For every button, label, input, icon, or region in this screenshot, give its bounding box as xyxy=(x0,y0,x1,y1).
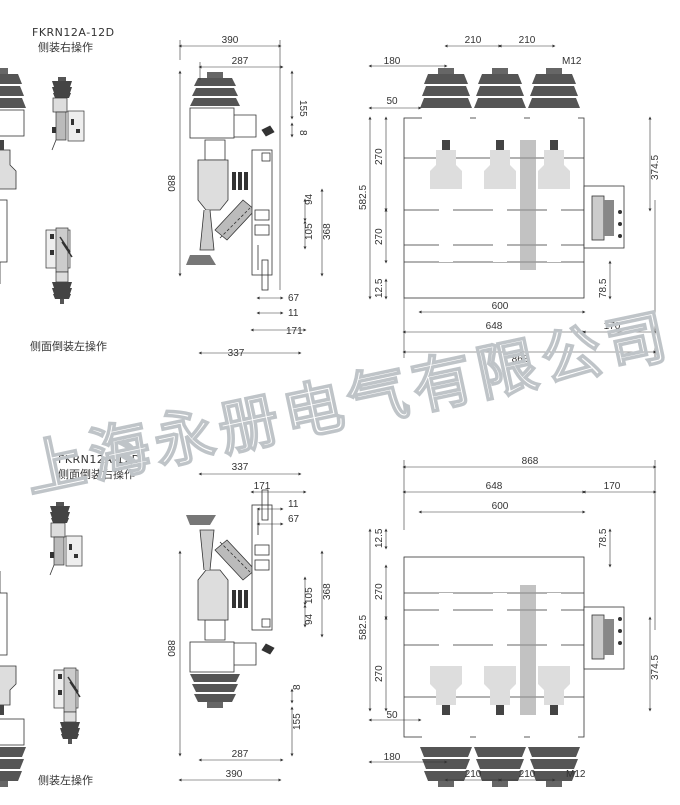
dim-582-5: 582.5 xyxy=(358,185,369,210)
dim-270-lower: 270 xyxy=(374,228,385,245)
dim-180: 180 xyxy=(384,56,401,67)
dim-582-5-b: 582.5 xyxy=(358,615,369,640)
dim-155-b: 155 xyxy=(292,713,303,730)
dim-67: 67 xyxy=(288,293,300,304)
dim-50: 50 xyxy=(386,96,398,107)
bottom-variant-side-right-label: 侧面倒装右操作 xyxy=(58,468,135,481)
dim-105: 105 xyxy=(304,223,315,240)
dim-374-5-b: 374.5 xyxy=(650,655,661,680)
dim-171-b: 171 xyxy=(254,481,271,492)
dim-600: 600 xyxy=(492,301,509,312)
dim-67-b: 67 xyxy=(288,514,300,525)
dim-105-b: 105 xyxy=(304,587,315,604)
dim-868: 868 xyxy=(512,354,529,365)
top-variant-side-left-label: 侧面倒装左操作 xyxy=(30,340,107,353)
dim-374-5: 374.5 xyxy=(650,155,661,180)
dim-78-5-b: 78.5 xyxy=(598,528,609,548)
side-view-top: 390 287 155 8 880 94 105 368 67 11 171 3… xyxy=(165,35,333,359)
dim-270-upper: 270 xyxy=(374,148,385,165)
dim-880-b: 880 xyxy=(165,640,176,657)
side-view-bottom: 337 171 11 67 368 105 94 880 8 155 287 3… xyxy=(165,462,333,782)
dim-600-b: 600 xyxy=(492,501,509,512)
dim-171: 171 xyxy=(286,326,303,337)
dim-287-b: 287 xyxy=(232,749,249,760)
dim-8: 8 xyxy=(297,130,308,136)
dim-11: 11 xyxy=(288,308,299,319)
dim-12-5-b: 12.5 xyxy=(374,528,385,548)
dim-12-5: 12.5 xyxy=(374,278,385,298)
thumb-bottom-left-operation xyxy=(53,667,81,745)
dim-337: 337 xyxy=(228,348,245,359)
dim-648-b: 648 xyxy=(486,481,503,492)
dim-270-upper-b: 270 xyxy=(374,583,385,600)
thumb-top-side-left-operation xyxy=(45,227,73,305)
dim-390-b: 390 xyxy=(226,769,243,780)
dim-390: 390 xyxy=(222,35,239,46)
dim-50-b: 50 xyxy=(386,710,398,721)
dim-210-left: 210 xyxy=(465,35,482,46)
dim-94: 94 xyxy=(304,193,315,205)
dim-94-b: 94 xyxy=(304,613,315,625)
dim-210-left-b: 210 xyxy=(465,769,482,780)
top-model-label: FKRN12A-12D xyxy=(32,26,115,39)
front-view-bottom: 868 648 170 600 12.5 78.5 270 582.5 270 … xyxy=(0,456,661,788)
dim-155: 155 xyxy=(297,100,308,117)
label-m12-b: M12 xyxy=(566,769,586,780)
dim-78-5: 78.5 xyxy=(598,278,609,298)
dim-868-b: 868 xyxy=(522,456,539,467)
thumb-bottom-side-right-operation xyxy=(49,501,83,576)
dim-368-b: 368 xyxy=(322,583,333,600)
front-view-top: 210 210 M12 180 50 270 582.5 270 12.5 37… xyxy=(0,35,661,365)
dim-337-b: 337 xyxy=(232,462,249,473)
dim-180-b: 180 xyxy=(384,752,401,763)
dim-210-right-b: 210 xyxy=(519,769,536,780)
dim-8-b: 8 xyxy=(292,684,303,690)
label-m12: M12 xyxy=(562,56,582,67)
dim-648: 648 xyxy=(486,321,503,332)
dim-880: 880 xyxy=(165,175,176,192)
dim-11-b: 11 xyxy=(288,499,299,510)
dim-210-right: 210 xyxy=(519,35,536,46)
dim-368: 368 xyxy=(322,223,333,240)
dim-170: 170 xyxy=(604,321,621,332)
dim-270-lower-b: 270 xyxy=(374,665,385,682)
dim-287: 287 xyxy=(232,56,249,67)
bottom-model-label: FKRN12A-12D xyxy=(58,453,141,466)
thumb-top-right-operation xyxy=(51,76,85,151)
top-variant-right-label: 侧装右操作 xyxy=(38,41,93,54)
dim-170-b: 170 xyxy=(604,481,621,492)
bottom-variant-left-label: 侧装左操作 xyxy=(38,774,93,787)
